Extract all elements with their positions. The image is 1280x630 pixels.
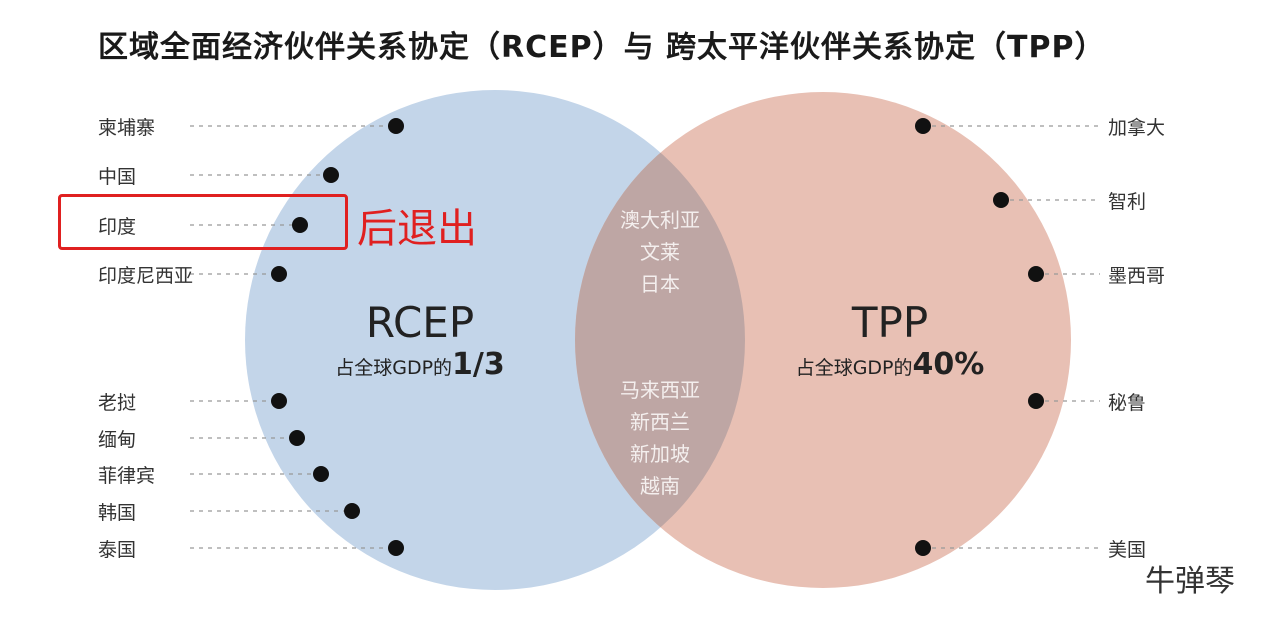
rcep-member: 菲律宾 — [98, 465, 156, 487]
overlap-group-1: 澳大利亚 文莱 日本 — [560, 204, 760, 300]
member-dot — [993, 192, 1009, 208]
withdrawal-annotation: 后退出 — [357, 206, 477, 252]
member-dot — [271, 266, 287, 282]
member-dot — [313, 466, 329, 482]
rcep-share-prefix: 占全球GDP的 — [335, 357, 453, 379]
rcep-member: 印度尼西亚 — [98, 265, 194, 287]
member-dot — [915, 540, 931, 556]
rcep-member: 中国 — [98, 166, 137, 188]
rcep-member: 韩国 — [98, 502, 137, 524]
member-dot — [1028, 393, 1044, 409]
member-dot — [323, 167, 339, 183]
overlap-member: 新加坡 — [630, 442, 690, 466]
overlap-region — [575, 92, 745, 588]
india-highlight-box — [58, 194, 348, 250]
rcep-member: 老挝 — [98, 392, 137, 414]
member-dot — [344, 503, 360, 519]
rcep-member: 缅甸 — [98, 429, 137, 451]
overlap-member: 文莱 — [640, 240, 680, 264]
rcep-member: 泰国 — [98, 539, 137, 561]
rcep-name: RCEP — [365, 298, 475, 347]
rcep-member: 柬埔寨 — [98, 117, 156, 139]
member-dot — [292, 217, 308, 233]
member-dot — [271, 393, 287, 409]
member-dot — [388, 118, 404, 134]
member-dot — [388, 540, 404, 556]
tpp-label: TPP 占全球GDP的40% — [770, 298, 1010, 382]
member-dot — [915, 118, 931, 134]
overlap-member: 马来西亚 — [620, 378, 700, 402]
overlap-group-2: 马来西亚 新西兰 新加坡 越南 — [560, 374, 760, 502]
tpp-member: 美国 — [1108, 539, 1147, 561]
tpp-share-value: 40% — [912, 347, 985, 382]
tpp-member: 加拿大 — [1108, 117, 1166, 139]
tpp-member: 墨西哥 — [1108, 265, 1166, 287]
overlap-member: 新西兰 — [630, 410, 690, 434]
tpp-share-prefix: 占全球GDP的 — [795, 357, 913, 379]
member-dot — [1028, 266, 1044, 282]
overlap-member: 澳大利亚 — [620, 208, 700, 232]
tpp-member: 智利 — [1108, 191, 1147, 213]
overlap-member: 日本 — [640, 272, 680, 296]
rcep-label: RCEP 占全球GDP的1/3 — [300, 298, 540, 382]
tpp-member: 秘鲁 — [1108, 392, 1147, 414]
diagram-title: 区域全面经济伙伴关系协定（RCEP）与 跨太平洋伙伴关系协定（TPP） — [98, 30, 1106, 65]
tpp-name: TPP — [851, 298, 929, 347]
watermark: 牛弹琴 — [1145, 564, 1235, 599]
member-dot — [289, 430, 305, 446]
overlap-member: 越南 — [640, 474, 680, 498]
rcep-member: 印度 — [98, 216, 137, 238]
rcep-share-value: 1/3 — [452, 347, 505, 382]
